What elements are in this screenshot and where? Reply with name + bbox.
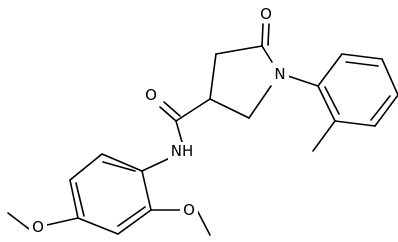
bond-lactam-co-b: [267, 23, 270, 46]
bond-c2-ring-n: [248, 85, 272, 119]
bond-methoxy-right-me: [196, 209, 211, 236]
bond-nh-aryl: [141, 157, 171, 172]
ring-oxygen-label: O: [260, 5, 272, 23]
bond-tolyl-1: [317, 53, 343, 87]
bond-ring-n-aryl: [287, 75, 319, 87]
bond-dmp-1: [101, 153, 143, 172]
bond-dmp-inner-3: [117, 206, 146, 227]
bond-dmp-inner-1: [102, 161, 136, 172]
bond-c3-c2: [209, 98, 250, 119]
bond-tolyl-inner-1: [345, 61, 379, 67]
amide-oxygen-label: O: [145, 86, 157, 104]
bond-amide-c-nh: [175, 120, 183, 143]
bond-methoxy-left-o: [46, 217, 79, 226]
amide-nh-bg: [168, 142, 196, 160]
bond-dmp-6: [141, 170, 152, 211]
bond-tolyl-5: [334, 120, 376, 127]
atom-label-layer: O N O NH O O: [29, 5, 289, 236]
bond-c4-c3: [209, 53, 217, 100]
bond-tolyl-6: [317, 85, 336, 122]
bond-dmp-5: [117, 209, 152, 235]
methoxy-oxygen-left-label: O: [32, 218, 44, 236]
bond-c5-ring-n: [261, 45, 273, 63]
bond-c5-c4: [215, 45, 263, 55]
amide-nh-label: NH: [171, 142, 194, 160]
bond-lactam-co-a: [261, 23, 264, 47]
ring-nitrogen-label: N: [274, 65, 285, 83]
bond-methoxy-left-me: [7, 212, 30, 230]
ring-oxygen-bg: [257, 5, 275, 23]
bond-amide-co-b: [163, 101, 181, 117]
bond-dmp-2: [69, 153, 103, 181]
bond-dmp-3: [69, 179, 79, 219]
methoxy-oxygen-right-bg: [180, 201, 198, 219]
bond-c3-amide-c: [175, 98, 211, 122]
bond-tolyl-2: [341, 53, 383, 60]
bond-tolyl-inner-2: [370, 95, 391, 121]
bond-layer: [7, 23, 398, 236]
ring-nitrogen-bg: [271, 65, 289, 83]
bond-tolyl-3: [381, 58, 398, 96]
amide-oxygen-bg: [142, 86, 160, 104]
bond-tolyl-methyl: [312, 120, 336, 152]
bond-tolyl-inner-3: [324, 86, 340, 115]
bond-amide-co-a: [159, 106, 177, 122]
bond-dmp-4: [77, 217, 119, 235]
bond-dmp-inner-2: [75, 182, 85, 217]
bond-tolyl-4: [374, 94, 398, 127]
methoxy-oxygen-right-label: O: [183, 201, 195, 219]
methoxy-oxygen-left-bg: [29, 218, 47, 236]
